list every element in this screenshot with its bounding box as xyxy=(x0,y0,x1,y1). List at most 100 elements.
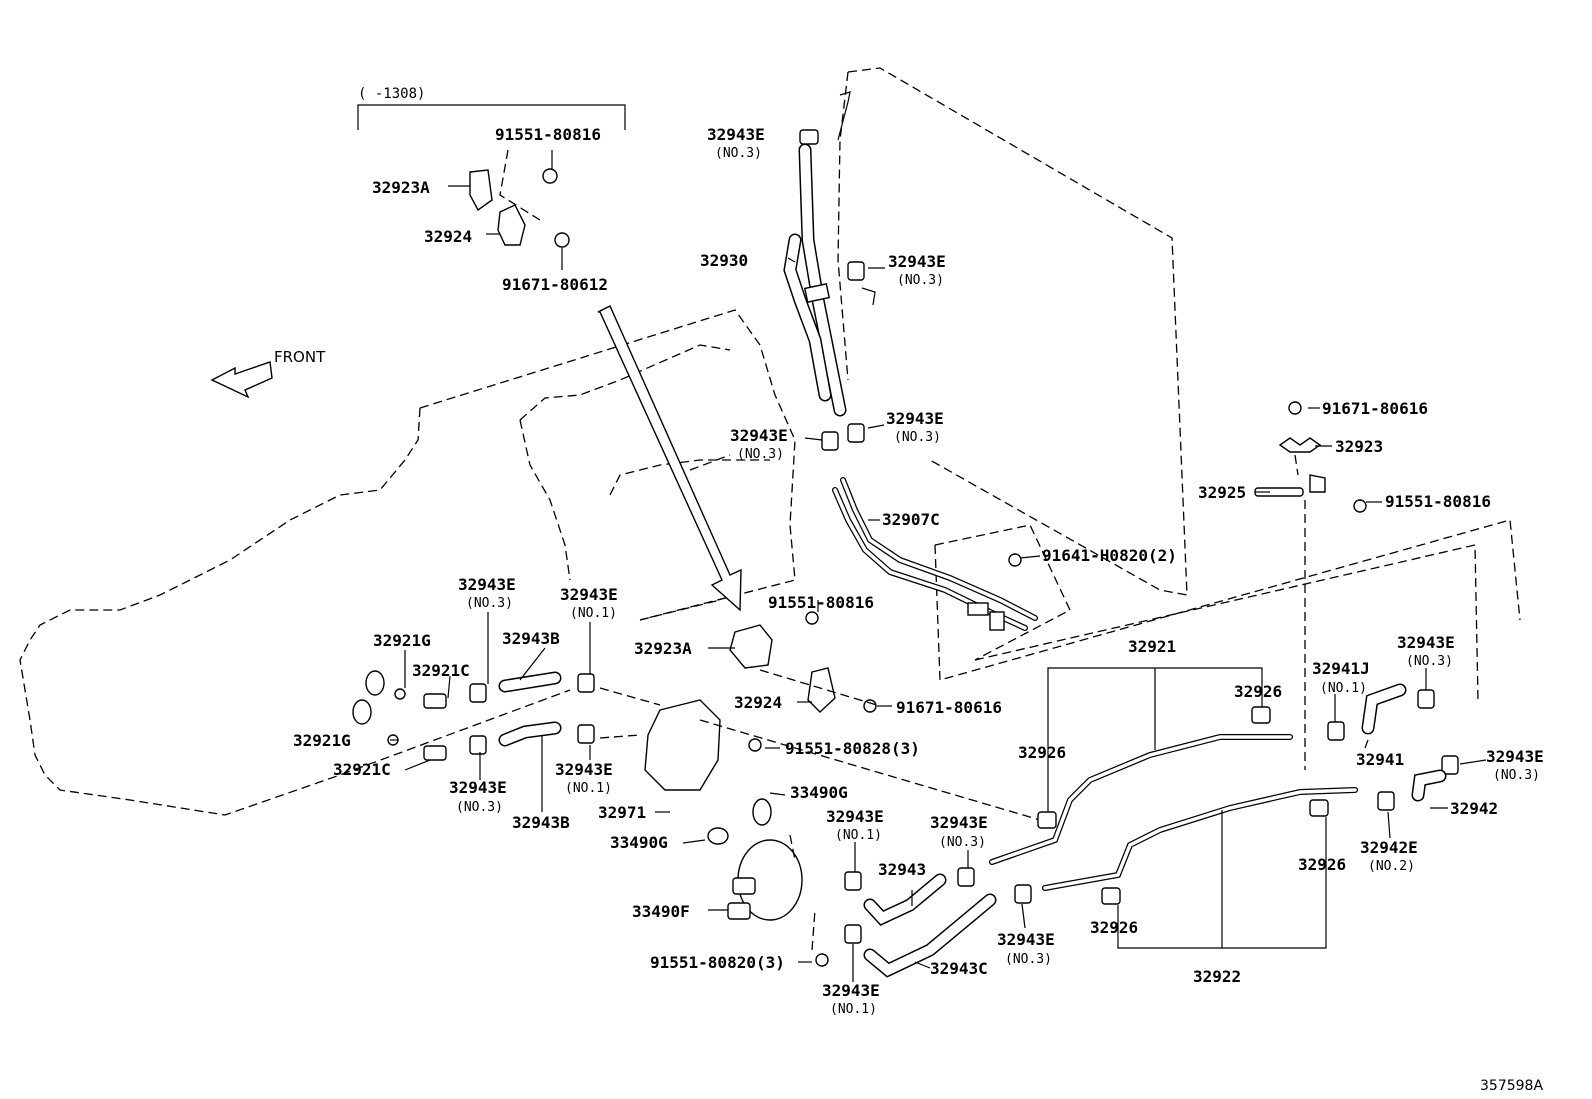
part-label: 32921C xyxy=(412,661,470,680)
part-labels: 91551-80816 32923A 32924 91671-80612 329… xyxy=(293,125,1544,1017)
clamp-icon xyxy=(1327,721,1345,741)
part-label: 91551-80816 xyxy=(768,593,874,612)
part-label: 32926 xyxy=(1234,682,1282,701)
part-label: 32930 xyxy=(700,251,748,270)
part-sub-label: (NO.3) xyxy=(894,430,941,445)
part-label: 32943B xyxy=(502,629,560,648)
clamp-icon xyxy=(1417,689,1435,709)
leader-lines xyxy=(390,150,1487,982)
view-arrow xyxy=(597,305,742,612)
clamp-icon xyxy=(469,683,487,703)
part-label: 32926 xyxy=(1018,743,1066,762)
clamp-icon xyxy=(847,261,865,281)
clamp-icon xyxy=(799,129,819,145)
part-label: 32943E xyxy=(826,807,884,826)
part-sub-label: (NO.3) xyxy=(466,596,513,611)
clamp-icon xyxy=(957,867,975,887)
part-label: 32924 xyxy=(734,693,782,712)
part-label: 32943E xyxy=(458,575,516,594)
clamp-icon xyxy=(1441,755,1459,775)
part-label: 32923A xyxy=(634,639,692,658)
part-label: 32921 xyxy=(1128,637,1176,656)
transmission-outline xyxy=(19,309,796,816)
date-range-note: ( -1308) xyxy=(358,86,425,102)
part-label: 33490G xyxy=(790,783,848,802)
part-label: 32943 xyxy=(878,860,926,879)
part-label: 32943C xyxy=(930,959,988,978)
part-label: 91551-80828(3) xyxy=(785,739,920,758)
clamp-icon xyxy=(847,423,865,443)
part-label: 32943E xyxy=(930,813,988,832)
part-sub-label: (NO.3) xyxy=(1493,768,1540,783)
part-label: 91671-80616 xyxy=(1322,399,1428,418)
part-label: 91551-80816 xyxy=(1385,492,1491,511)
part-sub-label: (NO.2) xyxy=(1368,859,1415,874)
radiator-outline xyxy=(837,67,1521,701)
clamp-icon xyxy=(577,673,595,693)
pipe-32907C xyxy=(832,477,1038,631)
part-sub-label: (NO.1) xyxy=(1320,681,1367,696)
part-label: 32926 xyxy=(1090,918,1138,937)
part-sub-label: (NO.3) xyxy=(1406,654,1453,669)
part-label: 32943E xyxy=(1397,633,1455,652)
part-sub-label: (NO.1) xyxy=(830,1002,877,1017)
part-label: 32943E xyxy=(886,409,944,428)
clamp-icon xyxy=(844,871,862,891)
part-label: 32943E xyxy=(888,252,946,271)
part-label: 32922 xyxy=(1193,967,1241,986)
part-label: 91671-80616 xyxy=(896,698,1002,717)
cooler-pipes xyxy=(989,667,1358,949)
front-label: FRONT xyxy=(274,348,326,366)
part-label: 91551-80816 xyxy=(495,125,601,144)
part-label: 32942 xyxy=(1450,799,1498,818)
front-arrow-icon xyxy=(210,361,273,399)
clamp-icon xyxy=(469,735,487,755)
part-label: 33490G xyxy=(610,833,668,852)
clamp-icon xyxy=(1377,791,1395,811)
part-label: 32943E xyxy=(449,778,507,797)
part-label: 32971 xyxy=(598,803,646,822)
part-sub-label: (NO.1) xyxy=(565,781,612,796)
lower-hoses xyxy=(863,873,997,978)
part-label: 32926 xyxy=(1298,855,1346,874)
clamp-icon xyxy=(577,724,595,744)
part-label: 32941J xyxy=(1312,659,1370,678)
part-label: 32943E xyxy=(1486,747,1544,766)
part-label: 32921C xyxy=(333,760,391,779)
detail-bracket: ( -1308) xyxy=(357,86,626,221)
clamp-icon xyxy=(821,431,839,451)
part-label: 91641-H0820(2) xyxy=(1042,546,1177,565)
part-label: 32923A xyxy=(372,178,430,197)
clamp-icon xyxy=(844,924,862,944)
part-label: 32943E xyxy=(560,585,618,604)
part-label: 91671-80612 xyxy=(502,275,608,294)
part-label: 32943E xyxy=(997,930,1055,949)
part-label: 32941 xyxy=(1356,750,1404,769)
part-label: 91551-80820(3) xyxy=(650,953,785,972)
right-hoses xyxy=(1008,401,1447,802)
part-sub-label: (NO.1) xyxy=(835,828,882,843)
left-fittings xyxy=(352,670,562,761)
part-label: 32943B xyxy=(512,813,570,832)
part-label: 32921G xyxy=(373,631,431,650)
part-label: 33490F xyxy=(632,902,690,921)
part-label: 32943E xyxy=(730,426,788,445)
part-label: 32907C xyxy=(882,510,940,529)
clamp-icon xyxy=(1014,884,1032,904)
valve-assembly xyxy=(599,611,1041,967)
part-label: 32921G xyxy=(293,731,351,750)
part-label: 32924 xyxy=(424,227,472,246)
view-arrow-icon xyxy=(597,305,742,612)
reference-number: 357598A xyxy=(1480,1078,1543,1094)
part-sub-label: (NO.3) xyxy=(897,273,944,288)
front-arrow: FRONT xyxy=(210,348,326,399)
part-label: 32943E xyxy=(822,981,880,1000)
part-sub-label: (NO.3) xyxy=(715,146,762,161)
part-label: 32943E xyxy=(555,760,613,779)
part-label: 32943E xyxy=(707,125,765,144)
bracket-parts xyxy=(469,168,570,248)
clamps xyxy=(469,129,1459,944)
part-sub-label: (NO.3) xyxy=(737,447,784,462)
part-sub-label: (NO.3) xyxy=(1005,952,1052,967)
